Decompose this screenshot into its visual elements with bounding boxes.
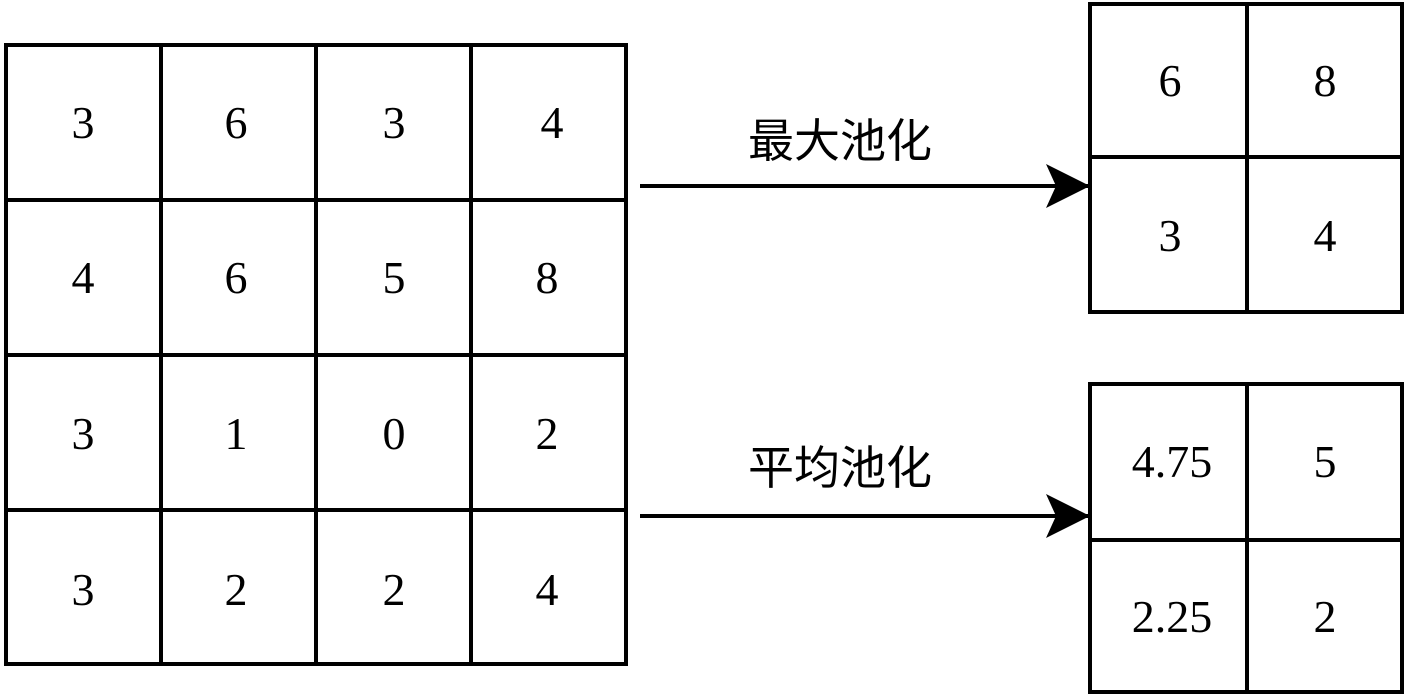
input-cell-r2c4: 8 [536, 252, 559, 303]
avg-pool-cell-r1c2: 5 [1314, 436, 1337, 487]
input-cell-r2c3: 5 [383, 252, 406, 303]
avg-pool-values: 4.75 5 2.25 2 [1132, 436, 1337, 642]
avg-pool-cell-r1c1: 4.75 [1132, 436, 1213, 487]
avg-pool-cell-r2c1: 2.25 [1132, 591, 1213, 642]
max-pool-arrow: 最大池化 [640, 114, 1090, 208]
max-pool-cell-r1c2: 8 [1314, 55, 1337, 106]
input-cell-r3c1: 3 [72, 408, 95, 459]
input-cell-r2c1: 4 [72, 252, 95, 303]
input-cell-r1c3: 3 [383, 97, 406, 148]
max-pool-label: 最大池化 [748, 114, 932, 168]
input-cell-r3c2: 1 [225, 408, 248, 459]
max-pool-cell-r1c1: 6 [1159, 55, 1182, 106]
input-cell-r3c4: 2 [536, 408, 559, 459]
input-cell-r3c3: 0 [383, 408, 406, 459]
input-cell-r1c1: 3 [72, 97, 95, 148]
avg-pool-label: 平均池化 [748, 441, 932, 495]
max-pool-values: 6 8 3 4 [1159, 55, 1337, 261]
input-cell-r2c2: 6 [225, 252, 248, 303]
avg-pool-cell-r2c2: 2 [1314, 591, 1337, 642]
max-pool-matrix [1088, 2, 1404, 314]
input-cell-r1c4: 4 [541, 97, 564, 148]
max-pool-cell-r2c1: 3 [1159, 210, 1182, 261]
input-cell-r4c4: 4 [536, 564, 559, 615]
max-pool-cell-r2c2: 4 [1314, 210, 1337, 261]
input-cell-r4c2: 2 [225, 564, 248, 615]
input-cell-r1c2: 6 [225, 97, 248, 148]
avg-pool-matrix [1088, 382, 1404, 694]
input-matrix-values: 3 6 3 4 4 6 5 8 3 1 0 2 3 2 2 4 [72, 97, 564, 615]
input-cell-r4c1: 3 [72, 564, 95, 615]
avg-pool-arrow: 平均池化 [640, 441, 1090, 538]
input-matrix [4, 43, 628, 666]
input-cell-r4c3: 2 [383, 564, 406, 615]
